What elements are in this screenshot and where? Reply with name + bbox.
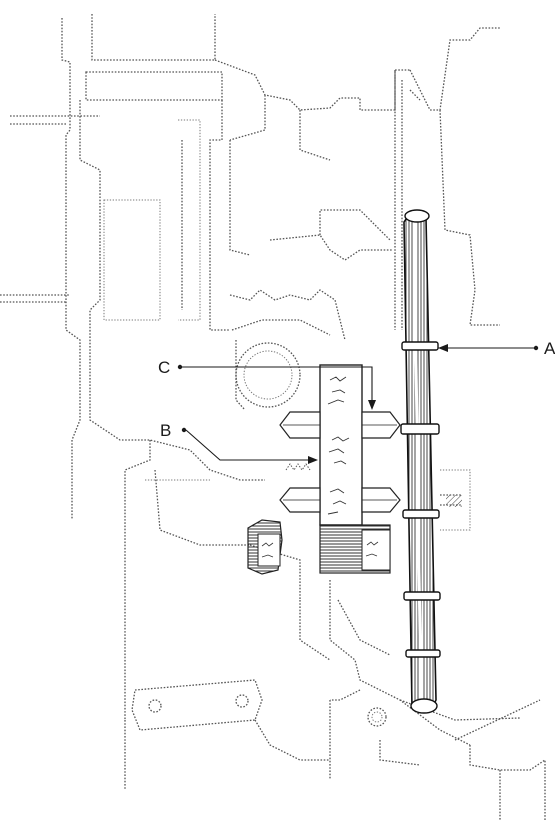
callout-label-b: B [160, 421, 171, 440]
callout-c: C [158, 358, 376, 410]
hex-nut [247, 519, 283, 575]
shaft-rod [400, 209, 441, 714]
callout-label-a: A [544, 339, 555, 358]
callout-a: A [438, 339, 555, 358]
callout-label-c: C [158, 358, 170, 377]
engine-casting [0, 14, 546, 821]
alignment-tool [279, 364, 401, 574]
callout-b: B [160, 421, 318, 464]
